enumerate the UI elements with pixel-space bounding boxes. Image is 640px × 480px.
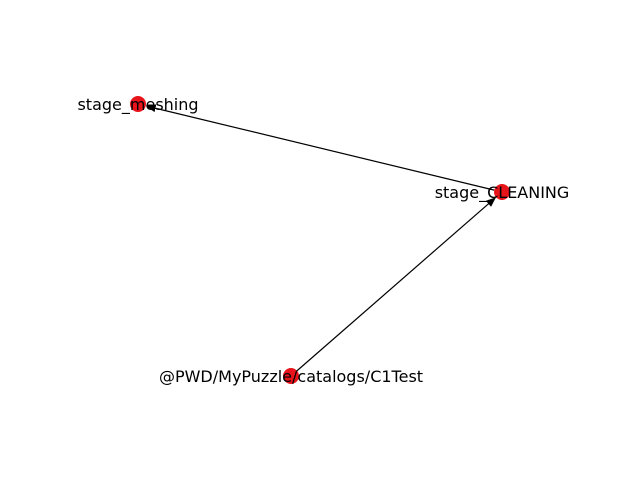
node-label-c1test: @PWD/MyPuzzle/catalogs/C1Test xyxy=(159,367,423,386)
node-meshing xyxy=(130,96,146,112)
node-c1test xyxy=(283,368,299,384)
labels-layer: stage_meshing stage_CLEANING @PWD/MyPuzzle… xyxy=(77,95,569,386)
edges-layer xyxy=(145,104,496,372)
edge-cleaning-to-meshing xyxy=(145,104,495,191)
node-label-meshing: stage_meshing xyxy=(77,95,198,115)
node-label-cleaning: stage_CLEANING xyxy=(435,183,570,203)
nodes-layer xyxy=(130,96,510,384)
node-cleaning xyxy=(494,184,510,200)
edge-c1test-to-cleaning xyxy=(296,197,496,372)
